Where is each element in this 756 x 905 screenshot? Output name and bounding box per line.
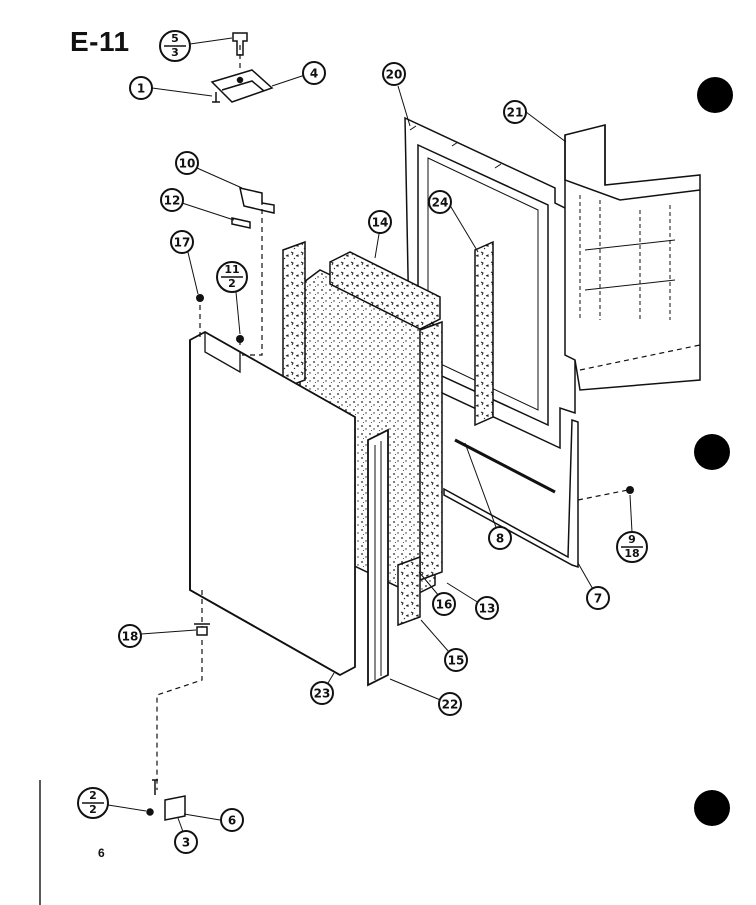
fraction-11-2-bottom: 2 (228, 277, 236, 290)
hinge-pin (212, 92, 220, 103)
hinge-plate (210, 69, 274, 103)
callout-16-label: 16 (436, 598, 453, 612)
callout-7-label: 7 (594, 592, 602, 606)
page-number: 6 (98, 846, 105, 860)
punch-hole-top (697, 77, 733, 113)
callout-13: 13 (475, 596, 499, 620)
callout-23-label: 23 (314, 687, 331, 701)
callout-17: 17 (170, 230, 194, 254)
callout-10-label: 10 (179, 157, 196, 171)
callout-1: 1 (129, 76, 153, 100)
callout-6: 6 (220, 808, 244, 832)
callout-group: 1 4 10 12 17 14 20 21 24 8 7 16 13 15 18… (118, 61, 610, 854)
door-panel-part-23 (189, 330, 356, 677)
callout-18-label: 18 (122, 630, 139, 644)
bottom-hinge-bracket (164, 795, 186, 821)
callout-24-label: 24 (432, 196, 449, 210)
fraction-5-3-top: 5 (171, 32, 179, 45)
callout-21: 21 (503, 100, 527, 124)
callout-3-label: 3 (182, 836, 190, 850)
callout-23: 23 (310, 681, 334, 705)
callout-1-label: 1 (137, 82, 145, 96)
callout-8: 8 (488, 526, 512, 550)
callout-4-label: 4 (310, 67, 318, 81)
fraction-callout-9-18: 9 18 (616, 494, 648, 563)
screw-11-2 (236, 335, 244, 343)
fraction-5-3-bottom: 3 (171, 46, 179, 59)
hinge-screw (232, 32, 248, 56)
callout-22: 22 (438, 692, 462, 716)
callout-20: 20 (382, 62, 406, 86)
callout-7: 7 (586, 586, 610, 610)
callout-17-label: 17 (174, 236, 191, 250)
cabinet-shell-part-21 (564, 124, 701, 391)
callout-8-label: 8 (496, 532, 504, 546)
fraction-2-2-top: 2 (89, 789, 97, 802)
callout-14-label: 14 (372, 216, 389, 230)
callout-20-label: 20 (386, 68, 403, 82)
punch-hole-bottom (694, 790, 730, 826)
callout-15-label: 15 (448, 654, 465, 668)
callout-18: 18 (118, 624, 142, 648)
fraction-callout-11-2: 11 2 (216, 261, 248, 335)
callout-14: 14 (368, 210, 392, 234)
bottom-hinge-assembly (146, 623, 210, 821)
rod-part-8 (454, 438, 556, 494)
fraction-callouts: 5 3 11 2 9 18 2 2 (77, 30, 648, 819)
callout-13-label: 13 (479, 602, 496, 616)
top-strip-part-14 (329, 251, 441, 330)
insulation-strip-part-24 (474, 240, 494, 427)
fraction-callout-2-2: 2 2 (77, 787, 147, 819)
punch-hole-middle (694, 434, 730, 470)
callout-24: 24 (428, 190, 452, 214)
callout-22-label: 22 (442, 698, 459, 712)
callout-12-label: 12 (164, 194, 181, 208)
section-title: E-11 (70, 26, 130, 57)
leader-lines (140, 73, 599, 841)
callout-3: 3 (174, 830, 198, 854)
bracket-part-12 (231, 217, 251, 229)
screw-9-18 (626, 486, 634, 494)
bottom-block-part-15 (397, 555, 421, 627)
door-trim-part-22 (367, 428, 389, 687)
assembly-lines (156, 45, 701, 790)
fraction-11-2-top: 11 (224, 263, 239, 276)
callout-10: 10 (175, 151, 199, 175)
callout-21-label: 21 (507, 106, 524, 120)
callout-4: 4 (302, 61, 326, 85)
hinge-bushing-18 (196, 626, 208, 636)
catch-part-10 (239, 187, 275, 214)
top-hinge-assembly (210, 32, 274, 103)
left-strip (282, 240, 306, 390)
callout-12: 12 (160, 188, 184, 212)
fraction-callout-5-3: 5 3 (159, 30, 233, 62)
callout-16: 16 (432, 592, 456, 616)
right-strip-part-13 (419, 320, 443, 582)
fraction-2-2-bottom: 2 (89, 803, 97, 816)
callout-15: 15 (444, 648, 468, 672)
callout-6-label: 6 (228, 814, 236, 828)
fraction-9-18-top: 9 (628, 533, 636, 546)
screw-17 (196, 294, 204, 302)
fraction-9-18-bottom: 18 (624, 547, 639, 560)
